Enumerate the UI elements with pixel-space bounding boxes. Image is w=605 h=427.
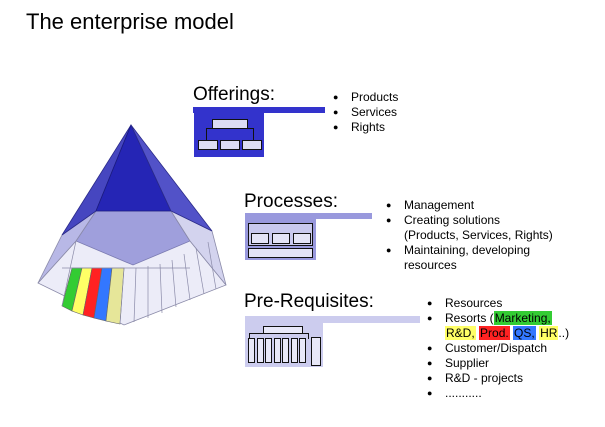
list-item: R&D - projects bbox=[427, 371, 569, 386]
prereq-mini-diagram bbox=[245, 323, 323, 367]
processes-mini-box bbox=[272, 233, 290, 244]
offerings-mini-connector bbox=[206, 128, 254, 141]
pyramid-grid-line bbox=[133, 267, 137, 323]
processes-bar bbox=[245, 213, 372, 219]
prereq-mini-column bbox=[273, 338, 281, 363]
pyramid-grid-line bbox=[61, 240, 77, 307]
pyramid-top-right bbox=[130, 124, 213, 232]
pyramid-grid-line bbox=[207, 241, 217, 290]
resort-marketing: Marketing, bbox=[493, 311, 552, 325]
offerings-bar bbox=[193, 107, 325, 113]
list-item: Customer/Dispatch bbox=[427, 341, 569, 356]
prereq-mini-column bbox=[265, 338, 272, 363]
list-item-line: Creating solutions bbox=[404, 213, 501, 227]
list-item-line: (Products, Services, Rights) bbox=[404, 228, 553, 242]
pyramid-grid-line bbox=[183, 253, 191, 301]
offerings-mini-diagram bbox=[194, 113, 264, 157]
pyramid-grid-line bbox=[159, 263, 163, 314]
list-item: ........... bbox=[427, 386, 569, 401]
prereq-mini-column bbox=[282, 338, 289, 363]
offerings-list: Products Services Rights bbox=[333, 90, 398, 135]
processes-mini-group bbox=[248, 223, 313, 246]
page-title: The enterprise model bbox=[26, 9, 234, 34]
list-item: Products bbox=[333, 90, 398, 105]
offerings-mini-box bbox=[198, 140, 218, 150]
prereq-mini-columns bbox=[248, 338, 308, 364]
processes-mini-diagram bbox=[245, 219, 316, 260]
list-item: Rights bbox=[333, 120, 398, 135]
processes-mini-bottom-box bbox=[248, 248, 313, 258]
resorts-prefix: Resorts ( bbox=[445, 311, 494, 325]
prereq-mini-connector bbox=[249, 333, 309, 339]
processes-list: Management Creating solutions (Products,… bbox=[386, 198, 553, 273]
processes-heading: Processes: bbox=[244, 191, 338, 212]
resort-rd: R&D, bbox=[445, 326, 476, 340]
prereq-mini-column bbox=[290, 338, 298, 363]
resorts-suffix: ..) bbox=[558, 326, 570, 340]
processes-mini-box bbox=[293, 233, 311, 244]
prereq-mini-column bbox=[248, 338, 255, 363]
prereq-heading: Pre-Requisites: bbox=[244, 291, 374, 312]
prereq-mini-column bbox=[256, 338, 264, 363]
list-item: Resources bbox=[427, 296, 569, 311]
pyramid-grid-line bbox=[119, 267, 125, 325]
prereq-mini-column bbox=[299, 338, 306, 363]
prereq-mini-side-box bbox=[311, 337, 321, 366]
list-item: Supplier bbox=[427, 356, 569, 371]
prereq-bar bbox=[245, 316, 420, 323]
list-item-line: Maintaining, developing bbox=[404, 243, 531, 257]
prereq-list: Resources Resorts (Marketing, R&D, Prod.… bbox=[427, 296, 569, 401]
list-item-line: resources bbox=[404, 258, 457, 272]
list-item: Maintaining, developing resources bbox=[386, 243, 553, 273]
offerings-mini-box bbox=[220, 140, 240, 150]
offerings-mini-box bbox=[242, 140, 262, 150]
resort-qs: QS, bbox=[513, 326, 536, 340]
offerings-heading: Offerings: bbox=[193, 84, 276, 105]
list-item: Services bbox=[333, 105, 398, 120]
resort-hr: HR bbox=[539, 326, 559, 340]
list-item: Management bbox=[386, 198, 553, 213]
pyramid-grid-line bbox=[195, 247, 205, 295]
resort-prod: Prod. bbox=[479, 326, 510, 340]
list-item-resorts: Resorts (Marketing, R&D, Prod. QS, HR..) bbox=[427, 311, 569, 341]
list-item: Creating solutions (Products, Services, … bbox=[386, 213, 553, 243]
processes-mini-box bbox=[251, 233, 269, 244]
